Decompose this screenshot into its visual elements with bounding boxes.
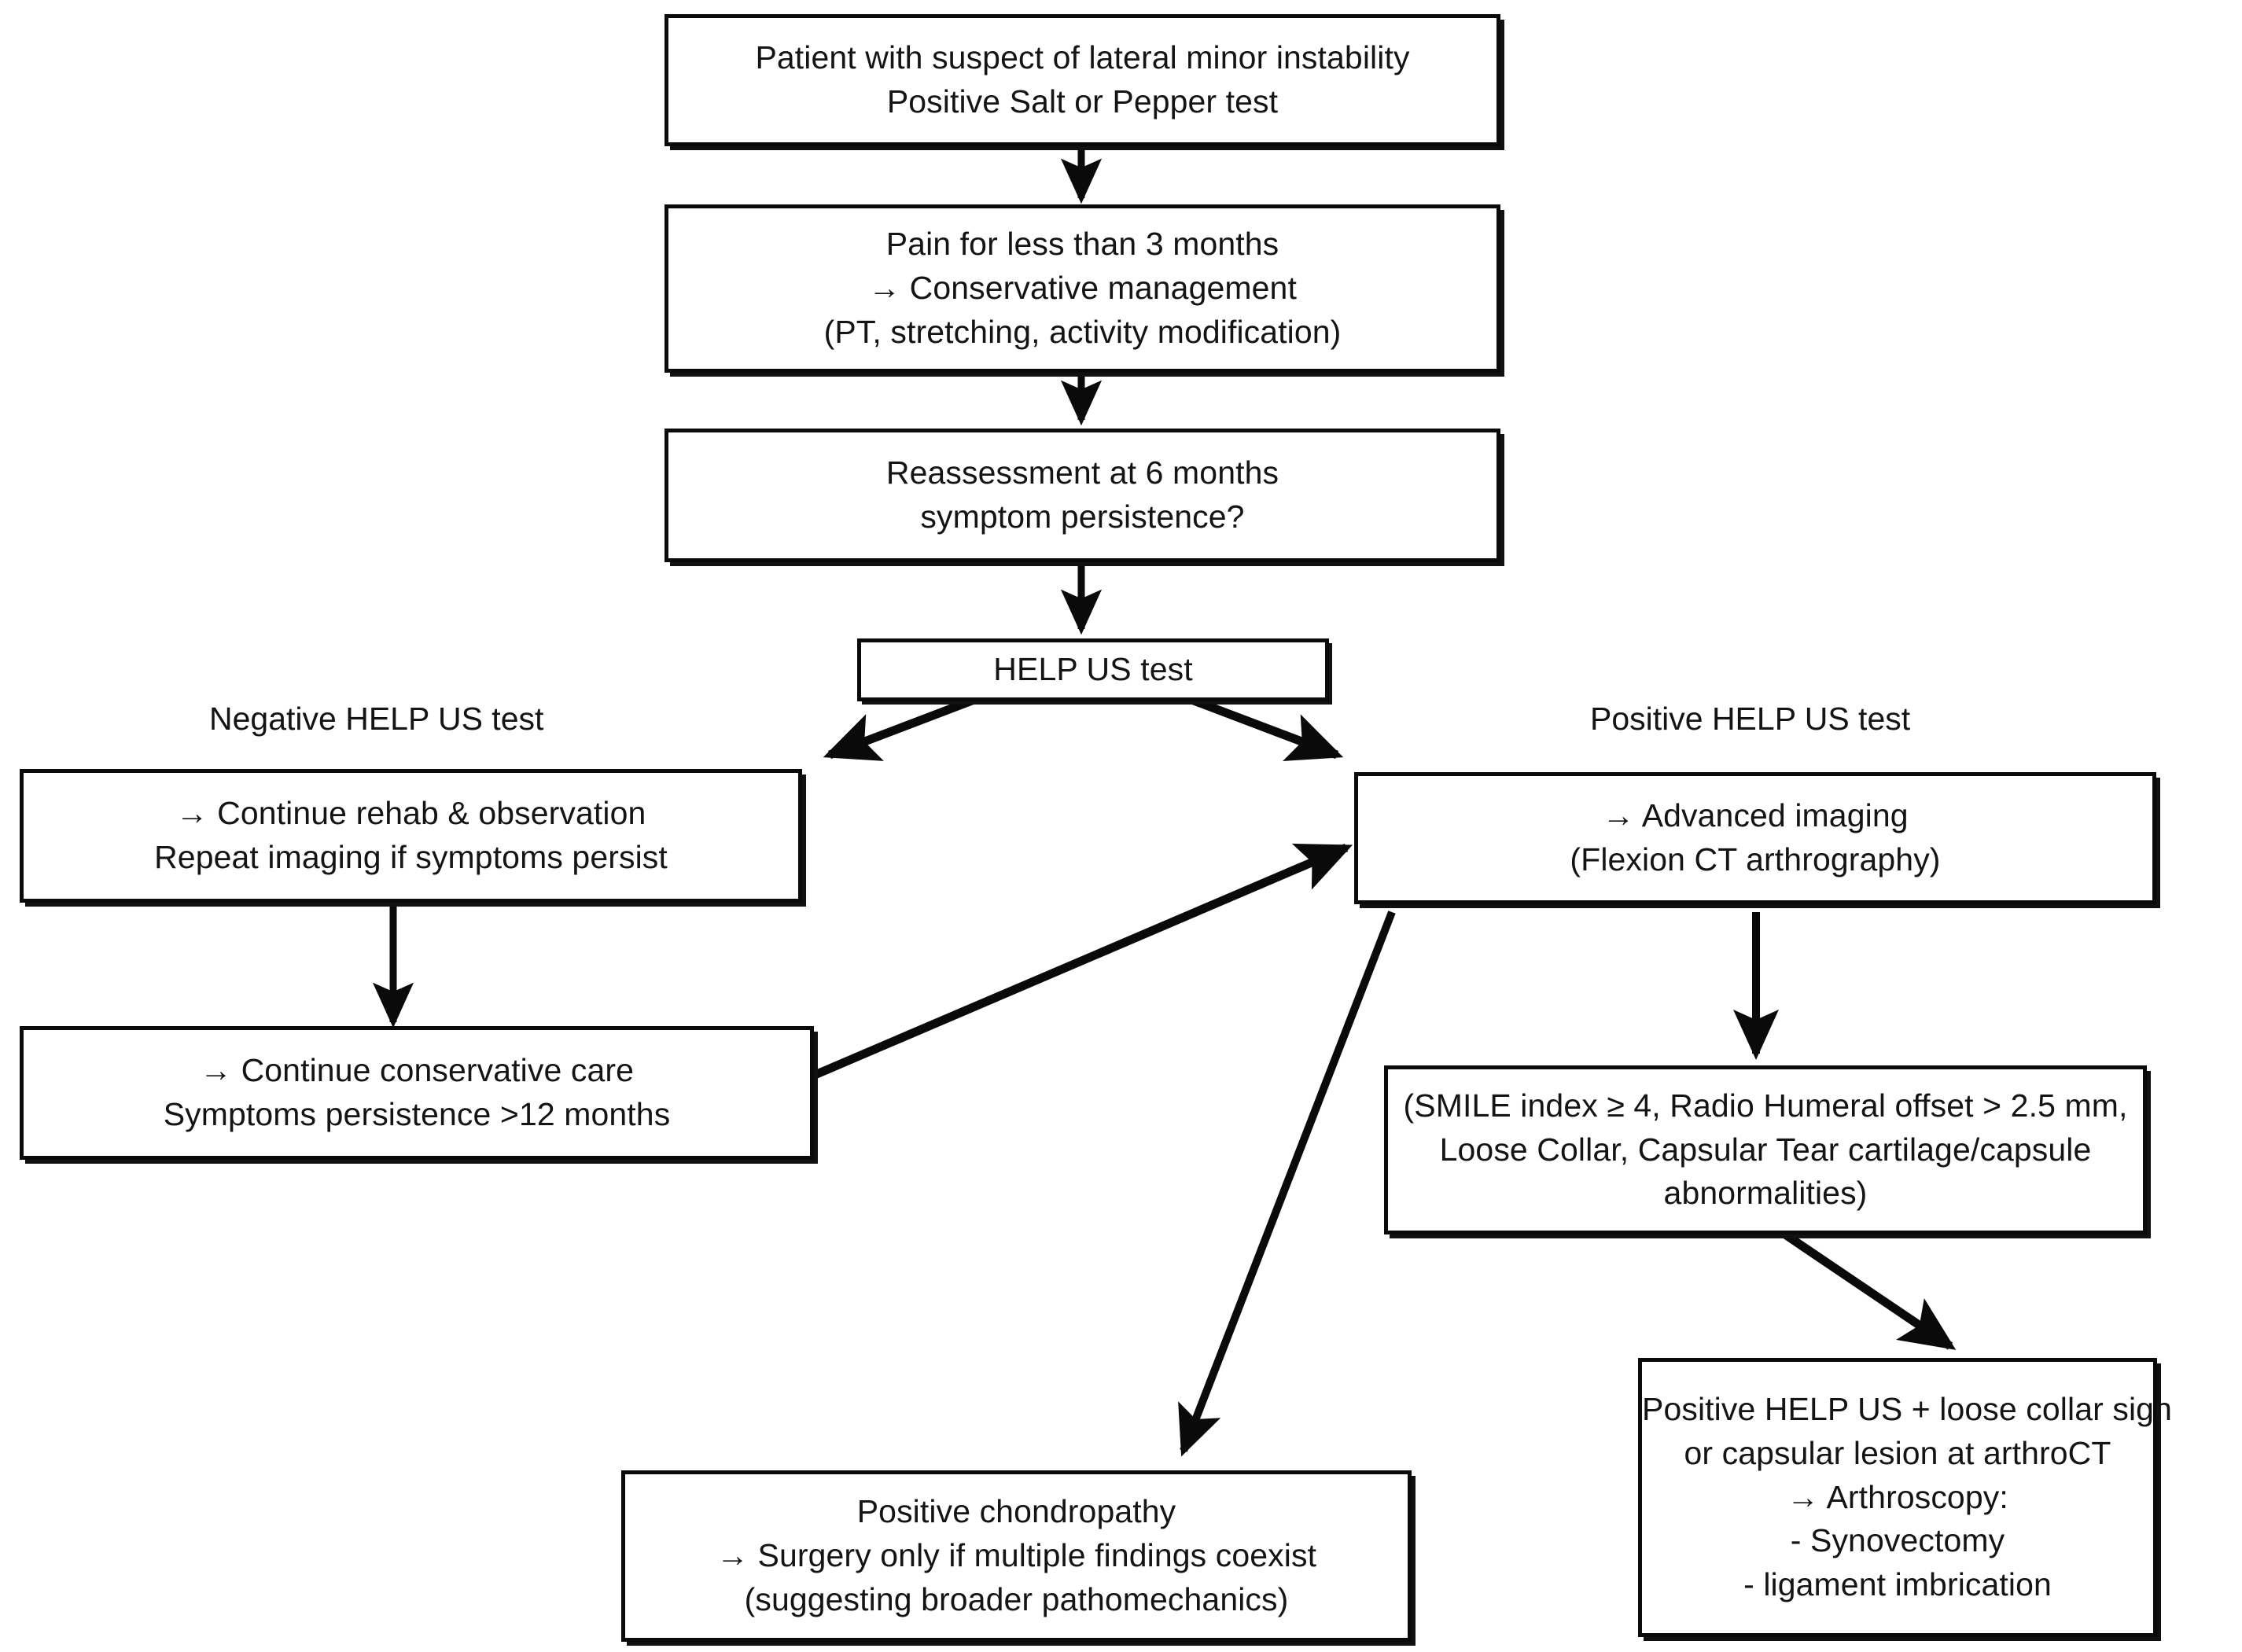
node-line: Reassessment at 6 months [885, 454, 1279, 491]
node-line: HELP US test [993, 651, 1193, 688]
node-line: → Arthroscopy: [1787, 1478, 2008, 1515]
node-line: - ligament imbrication [1743, 1566, 2052, 1603]
edge-advanced-imaging-to-chondropathy [1178, 911, 1396, 1457]
node-line: → Surgery only if multiple findings coex… [716, 1537, 1317, 1574]
edge-help-us-to-advanced-imaging [1186, 694, 1344, 762]
node-line: Positive Salt or Pepper test [886, 83, 1279, 120]
node-patient-suspect[interactable]: Patient with suspect of lateral minor in… [665, 14, 1500, 146]
node-line: - Synovectomy [1790, 1522, 2005, 1559]
node-positive-chondropathy[interactable]: Positive chondropathy → Surgery only if … [621, 1470, 1412, 1642]
node-line: → Continue conservative care [199, 1052, 634, 1089]
node-line: (PT, stretching, activity modification) [823, 313, 1342, 350]
node-line: (suggesting broader pathomechanics) [744, 1580, 1289, 1617]
label-negative-help-us-test: Negative HELP US test [209, 698, 543, 740]
node-line: Positive HELP US + loose collar sign [1642, 1391, 2172, 1428]
node-line: → Continue rehab & observation [175, 795, 646, 832]
node-line: (Flexion CT arthrography) [1570, 841, 1941, 878]
node-line: Positive chondropathy [856, 1493, 1176, 1530]
node-line: Pain for less than 3 months [885, 226, 1279, 263]
node-reassessment-6-months[interactable]: Reassessment at 6 months symptom persist… [665, 429, 1500, 562]
node-line: (SMILE index ≥ 4, Radio Humeral offset >… [1403, 1087, 2128, 1212]
node-positive-help-us-arthroscopy[interactable]: Positive HELP US + loose collar sign or … [1638, 1358, 2172, 1637]
label-text: Positive HELP US test [1590, 701, 1911, 737]
node-pain-less-than-3-months[interactable]: Pain for less than 3 months → Conservati… [665, 204, 1500, 373]
node-continue-rehab-observation[interactable]: → Continue rehab & observation Repeat im… [20, 769, 802, 903]
node-help-us-test[interactable]: HELP US test [857, 638, 1329, 701]
node-line: or capsular lesion at arthroCT [1684, 1434, 2111, 1471]
node-smile-index-criteria[interactable]: (SMILE index ≥ 4, Radio Humeral offset >… [1384, 1065, 2147, 1234]
node-line: → Conservative management [868, 270, 1297, 307]
node-line: Symptoms persistence >12 months [163, 1096, 671, 1132]
edge-help-us-to-rehab [823, 694, 980, 761]
node-line: symptom persistence? [920, 499, 1245, 535]
label-text: Negative HELP US test [209, 701, 544, 737]
node-line: Repeat imaging if symptoms persist [154, 839, 668, 875]
label-positive-help-us-test: Positive HELP US test [1590, 698, 1910, 740]
node-continue-conservative-care[interactable]: → Continue conservative care Symptoms pe… [20, 1026, 814, 1160]
edge-conservative-to-advanced-imaging [811, 843, 1353, 1080]
edge-smile-to-arthroscopy [1782, 1231, 1957, 1350]
node-line: Patient with suspect of lateral minor in… [755, 39, 1410, 76]
node-line: → Advanced imaging [1602, 797, 1909, 834]
node-advanced-imaging[interactable]: → Advanced imaging (Flexion CT arthrogra… [1354, 772, 2156, 904]
